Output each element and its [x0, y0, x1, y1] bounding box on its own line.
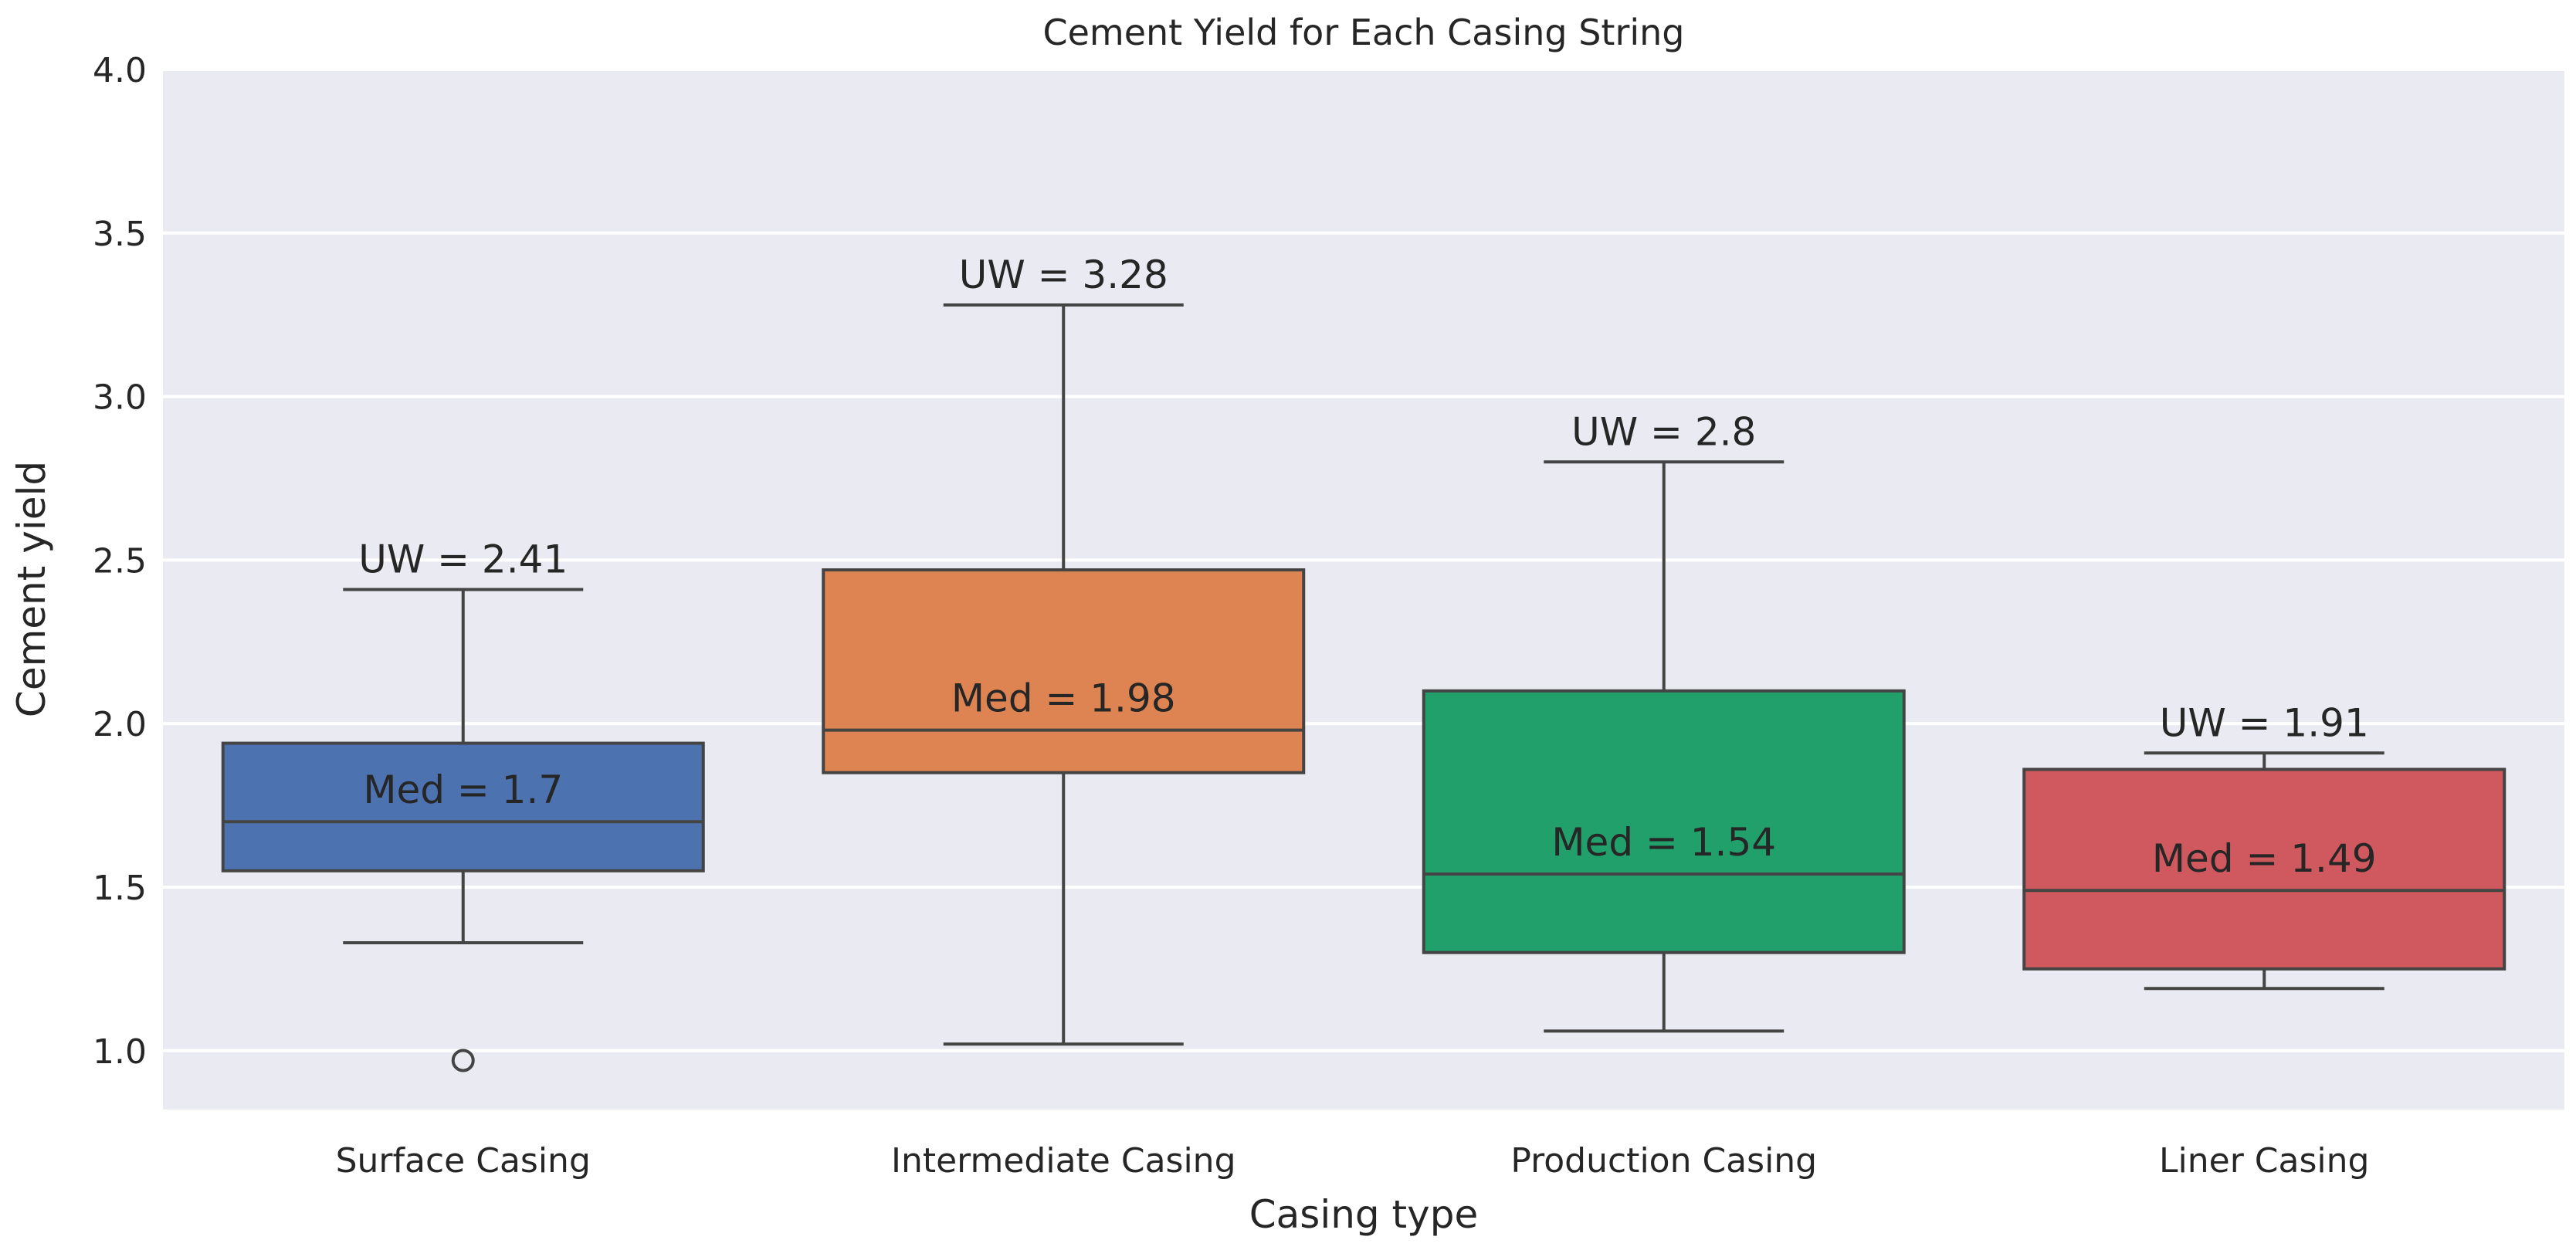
x-tick-label: Intermediate Casing	[891, 1141, 1236, 1181]
y-tick-label: 3.5	[93, 215, 147, 254]
y-tick-label: 2.0	[93, 705, 147, 744]
median-label: Med = 1.49	[2152, 836, 2377, 881]
y-tick-label: 1.5	[93, 869, 147, 908]
y-tick-label: 2.5	[93, 541, 147, 581]
median-label: Med = 1.98	[951, 676, 1176, 721]
iqr-box	[1422, 689, 1906, 954]
median-label: Med = 1.54	[1551, 820, 1776, 865]
chart-title: Cement Yield for Each Casing String	[1043, 12, 1685, 53]
grid-lines	[163, 68, 2564, 1052]
iqr-box	[221, 741, 705, 872]
upper-whisker-label: UW = 3.28	[959, 252, 1168, 297]
upper-whisker-label: UW = 2.41	[358, 537, 568, 582]
x-tick-label: Liner Casing	[2159, 1141, 2369, 1181]
y-tick-label: 1.0	[93, 1032, 147, 1072]
y-tick-label: 3.0	[93, 378, 147, 418]
outlier-point	[451, 1049, 475, 1072]
iqr-box	[822, 568, 1306, 774]
x-axis-label: Casing type	[1249, 1192, 1479, 1237]
y-axis-label: Cement yield	[9, 461, 54, 717]
median-label: Med = 1.7	[363, 767, 563, 812]
iqr-box	[2022, 767, 2507, 971]
upper-whisker-label: UW = 2.8	[1571, 409, 1756, 454]
upper-whisker-label: UW = 1.91	[2160, 700, 2369, 745]
x-tick-label: Surface Casing	[336, 1141, 591, 1181]
x-tick-label: Production Casing	[1510, 1141, 1817, 1181]
y-tick-label: 4.0	[93, 51, 147, 90]
